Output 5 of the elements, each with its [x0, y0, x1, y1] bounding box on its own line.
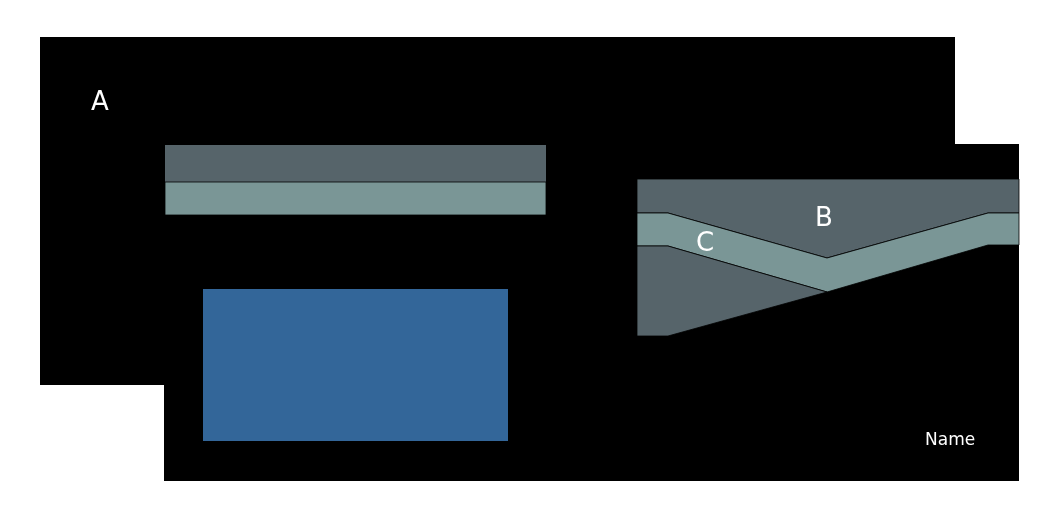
leather-panel [203, 289, 508, 441]
part-label: C [696, 229, 715, 255]
name-label: Name [925, 431, 976, 448]
part-label: B [815, 204, 833, 230]
part-label: A [91, 88, 109, 114]
